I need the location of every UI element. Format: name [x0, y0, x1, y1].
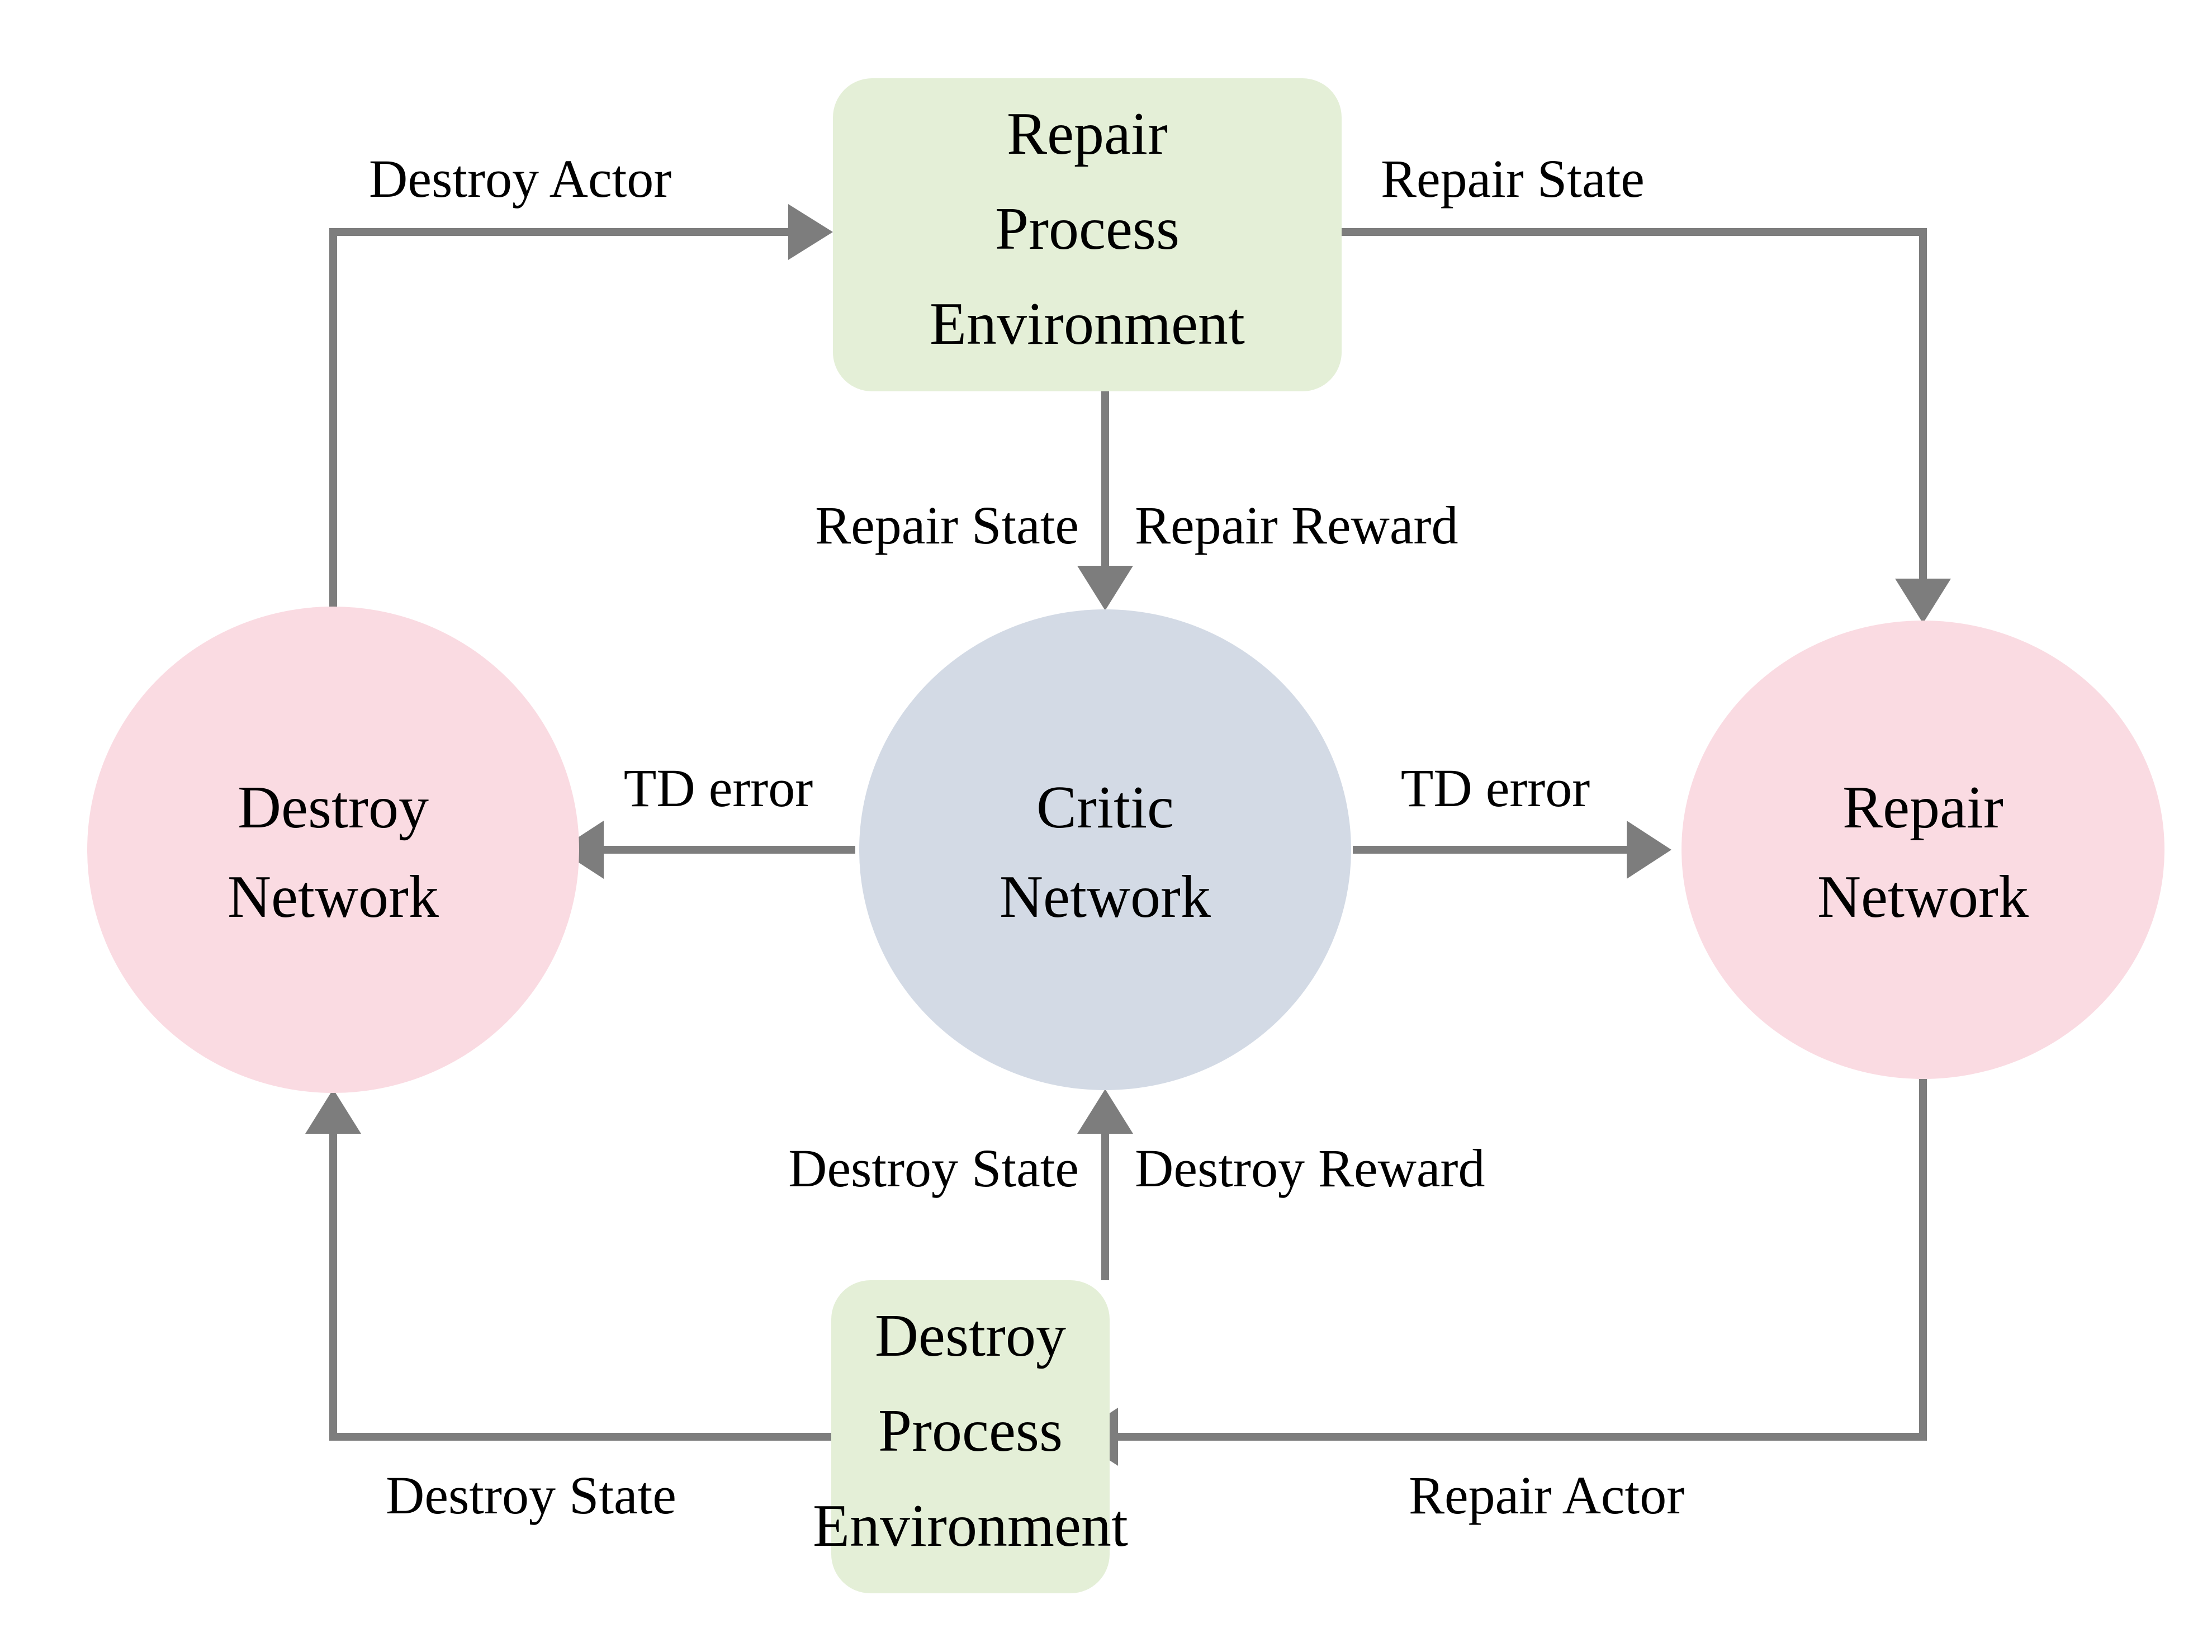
- edge-td-error-left: TD error: [559, 758, 855, 879]
- repair-network-line-1: Repair: [1842, 774, 2003, 841]
- node-repair-process-environment[interactable]: Repair Process Environment: [833, 78, 1342, 391]
- edge-td-error-right-arrowhead: [1627, 821, 1671, 879]
- destroy-process-environment-shape[interactable]: [831, 1280, 1110, 1593]
- repair-network-shape[interactable]: [1682, 621, 2164, 1079]
- edge-repair-center-down-arrowhead: [1077, 566, 1133, 610]
- repair-network-line-2: Network: [1817, 864, 2029, 930]
- edge-label-repair-state-outer: Repair State: [1381, 149, 1645, 209]
- edge-td-error-left-arrowhead: [559, 821, 604, 879]
- edge-repair-state-outer-arrowhead: [1895, 579, 1951, 623]
- repair-process-environment-line-1: Repair: [1007, 101, 1168, 167]
- edge-destroy-state-outer-line: [329, 1124, 831, 1441]
- critic-network-line-2: Network: [1000, 864, 1211, 930]
- edge-label-repair-reward: Repair Reward: [1135, 495, 1458, 555]
- edge-label-td-error-left: TD error: [624, 758, 813, 818]
- edge-label-destroy-actor: Destroy Actor: [369, 149, 671, 209]
- edge-destroy-actor-line: [329, 228, 799, 662]
- edge-destroy-actor-arrowhead: [788, 204, 833, 260]
- edge-destroy-actor: Destroy Actor: [329, 149, 833, 662]
- edge-label-repair-actor: Repair Actor: [1409, 1465, 1684, 1525]
- edge-repair-state-outer: Repair State: [1342, 149, 1951, 623]
- edge-label-repair-state-inner: Repair State: [815, 495, 1079, 555]
- edge-label-destroy-state-outer: Destroy State: [386, 1465, 676, 1525]
- edge-label-td-error-right: TD error: [1401, 758, 1590, 818]
- critic-network-shape[interactable]: [859, 609, 1351, 1090]
- edge-td-error-right: TD error: [1353, 758, 1671, 879]
- critic-network-line-1: Critic: [1036, 774, 1174, 841]
- destroy-process-environment-line-2: Process: [878, 1398, 1063, 1464]
- edge-destroy-state-outer-arrowhead: [305, 1089, 361, 1134]
- repair-process-environment-line-2: Process: [995, 196, 1180, 262]
- edge-destroy-center-up: Destroy State Destroy Reward: [788, 1089, 1485, 1280]
- edge-repair-actor-line: [1110, 1079, 1927, 1441]
- node-destroy-network[interactable]: Destroy Network: [87, 607, 579, 1093]
- edge-destroy-state-outer: Destroy State: [305, 1089, 831, 1525]
- destroy-process-environment-line-1: Destroy: [875, 1303, 1066, 1369]
- repair-process-environment-shape[interactable]: [833, 78, 1342, 391]
- destroy-process-environment-line-3: Environment: [813, 1493, 1128, 1559]
- edge-destroy-center-up-arrowhead: [1077, 1089, 1133, 1134]
- destroy-network-shape[interactable]: [87, 607, 579, 1093]
- edge-label-destroy-state-inner: Destroy State: [788, 1138, 1079, 1198]
- destroy-network-line-1: Destroy: [238, 774, 429, 841]
- edge-repair-state-outer-line: [1342, 228, 1927, 590]
- node-destroy-process-environment[interactable]: Destroy Process Environment: [813, 1280, 1128, 1593]
- destroy-network-line-2: Network: [228, 864, 439, 930]
- repair-process-environment-line-3: Environment: [930, 291, 1245, 357]
- node-repair-network[interactable]: Repair Network: [1682, 621, 2164, 1079]
- node-critic-network[interactable]: Critic Network: [859, 609, 1351, 1090]
- edge-repair-center-down: Repair State Repair Reward: [815, 391, 1458, 610]
- edge-label-destroy-reward: Destroy Reward: [1135, 1138, 1485, 1198]
